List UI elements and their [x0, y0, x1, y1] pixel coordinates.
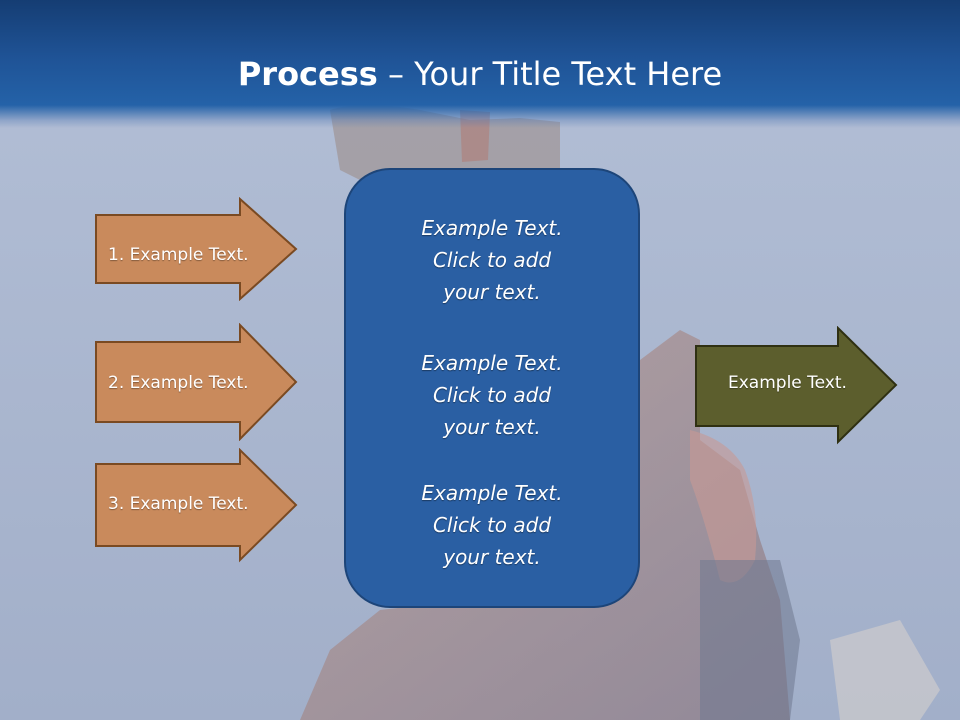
center-text-block-2[interactable]: Example Text. Click to add your text. [344, 347, 640, 443]
center-text-1-line3: your text. [443, 280, 541, 304]
title-rest: – Your Title Text Here [377, 55, 723, 93]
output-arrow-label: Example Text. [728, 373, 847, 393]
center-text-2-line1: Example Text. [421, 351, 563, 375]
center-text-block-3[interactable]: Example Text. Click to add your text. [344, 477, 640, 573]
input-arrow-1-label: 1. Example Text. [108, 245, 249, 265]
center-text-1-line1: Example Text. [421, 216, 563, 240]
center-process-box[interactable] [344, 168, 640, 608]
input-arrow-2[interactable] [94, 323, 300, 441]
title-bold: Process [237, 55, 378, 93]
title-bar [0, 0, 960, 128]
input-arrow-1[interactable] [94, 197, 300, 301]
center-text-3-line1: Example Text. [421, 481, 563, 505]
center-text-2-line2: Click to add [432, 383, 552, 407]
center-text-3-line2: Click to add [432, 513, 552, 537]
input-arrow-3[interactable] [94, 448, 300, 564]
center-text-1-line2: Click to add [432, 248, 552, 272]
center-text-block-1[interactable]: Example Text. Click to add your text. [344, 212, 640, 308]
center-text-2-line3: your text. [443, 415, 541, 439]
slide-title: Process – Your Title Text Here [0, 52, 960, 96]
output-arrow[interactable] [694, 326, 900, 446]
center-text-3-line3: your text. [443, 545, 541, 569]
input-arrow-2-label: 2. Example Text. [108, 373, 249, 393]
input-arrow-3-label: 3. Example Text. [108, 494, 249, 514]
